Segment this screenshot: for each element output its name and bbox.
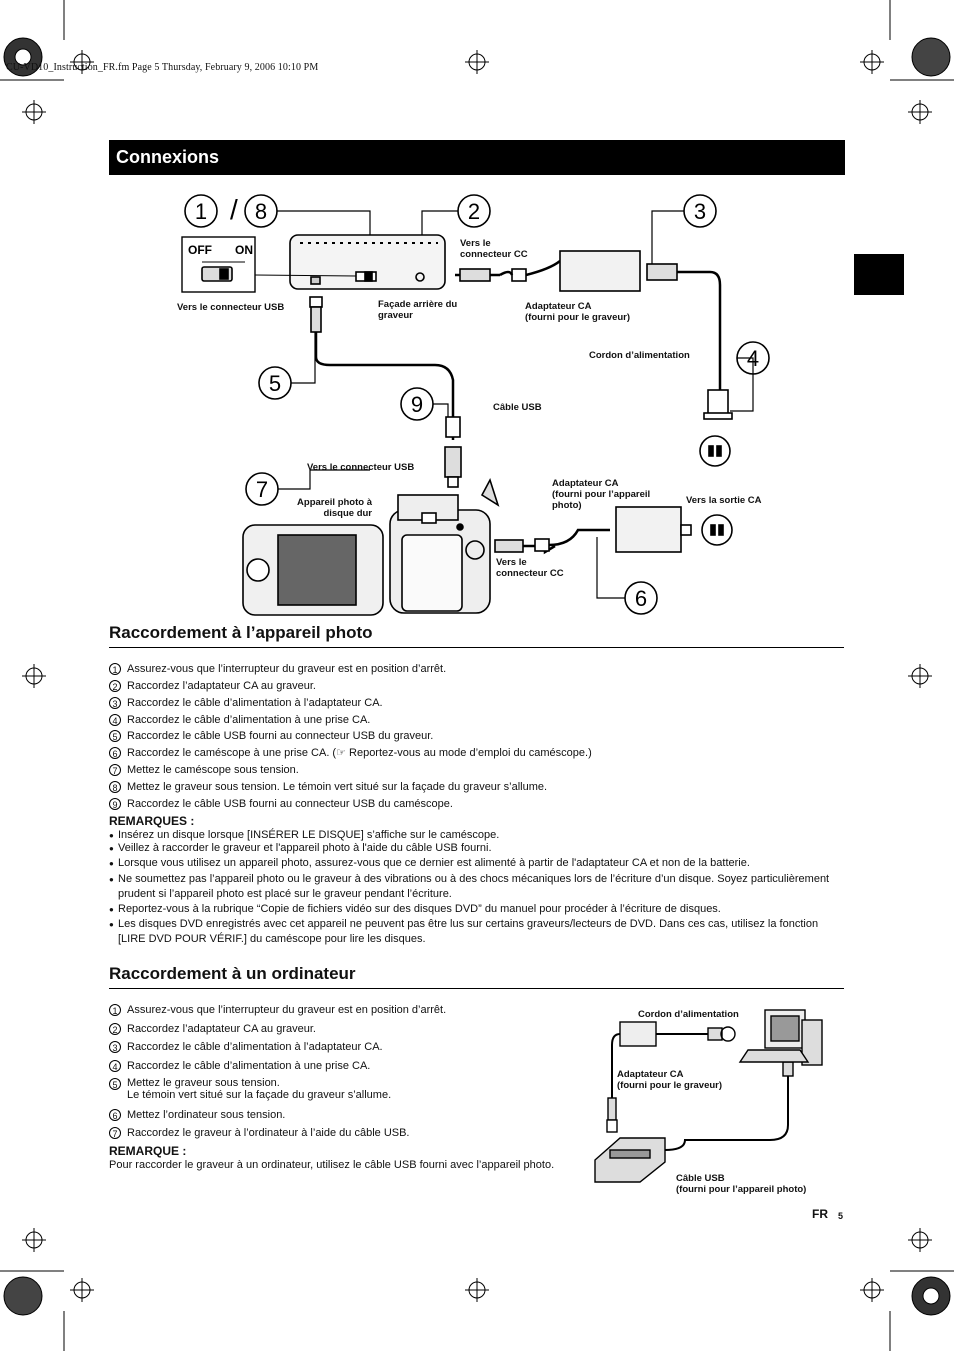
rosette-bottom-left-icon (3, 1276, 43, 1316)
callout-slash: / (230, 194, 238, 225)
svg-text:5: 5 (269, 371, 281, 396)
crosshair-icon (22, 1228, 46, 1252)
crosshair-icon (22, 664, 46, 688)
remark-item: ●Lorsque vous utilisez un appareil photo… (109, 857, 750, 869)
callout-6: 6 (624, 581, 658, 615)
label-vers-cc-top: Vers le connecteur CC (460, 238, 528, 260)
section-title-photo: Raccordement à l’appareil photo (109, 623, 373, 642)
callout-7: 7 (245, 472, 279, 506)
callout-9: 9 (400, 387, 434, 421)
crosshair-icon (908, 100, 932, 124)
divider (109, 988, 844, 989)
svg-text:1: 1 (195, 199, 207, 224)
label-vers-sortie: Vers la sortie CA (686, 495, 762, 506)
ac-adapter-icon (619, 1021, 657, 1047)
camera-ac-adapter-icon (615, 506, 682, 553)
pc-label-adaptateur: Adaptateur CA (fourni pour le graveur) (617, 1069, 723, 1091)
pc-label-cable: Câble USB (fourni pour l’appareil photo) (676, 1173, 807, 1195)
ac-adapter-icon (559, 250, 641, 292)
label-cordon: Cordon d’alimentation (589, 350, 690, 361)
camera-hdd-icon (242, 477, 500, 616)
crosshair-icon (908, 1228, 932, 1252)
wall-outlet-icon (699, 435, 731, 467)
rosette-top-right-icon (911, 37, 951, 77)
rosette-bottom-right-icon (911, 1276, 951, 1316)
language-tab (854, 254, 904, 295)
file-header: CU-VD10_Instruction_FR.fm Page 5 Thursda… (6, 62, 319, 73)
remark-item: ●Les disques DVD enregistrés avec cet ap… (109, 918, 819, 945)
svg-text:7: 7 (256, 477, 268, 502)
callout-3: 3 (683, 194, 717, 228)
remark-item: ●Insérez un disque lorsque [INSÉRER LE D… (109, 829, 500, 841)
pc-connection-diagram (594, 1009, 823, 1183)
footer-language: FR (812, 1207, 828, 1221)
label-vers-usb-left: Vers le connecteur USB (177, 302, 285, 313)
svg-text:6: 6 (635, 586, 647, 611)
label-vers-usb-cam: Vers le connecteur USB (307, 462, 415, 473)
callout-1: 1 (184, 194, 218, 228)
section-title-pc: Raccordement à un ordinateur (109, 964, 356, 983)
callout-5: 5 (258, 366, 292, 400)
callout-2: 2 (457, 194, 491, 228)
label-facade: Façade arrière du graveur (378, 299, 458, 321)
remark-title: REMARQUE : (109, 1144, 187, 1158)
label-adaptateur-photo: Adaptateur CA (fourni pour l’appareil ph… (552, 478, 651, 511)
switch-on-label: ON (235, 243, 253, 257)
crosshair-icon (70, 50, 94, 74)
svg-text:3: 3 (694, 199, 706, 224)
svg-text:8: 8 (255, 199, 267, 224)
crosshair-icon (860, 50, 884, 74)
remark-text: Pour raccorder le graveur à un ordinateu… (109, 1159, 555, 1171)
crosshair-icon (70, 1278, 94, 1302)
label-cable-usb: Câble USB (493, 402, 542, 413)
recorder-rear-icon (289, 234, 446, 290)
remarks-title: REMARQUES : (109, 814, 195, 828)
crosshair-icon (908, 664, 932, 688)
label-vers-cc-bottom: Vers le connecteur CC (496, 557, 564, 579)
wall-outlet-icon (720, 1026, 736, 1042)
wall-outlet-icon (701, 514, 733, 546)
crosshair-icon (465, 1278, 489, 1302)
connection-diagram: 1 / 8 2 3 4 5 9 7 6 OFF (181, 194, 770, 616)
recorder-icon (594, 1137, 666, 1183)
crosshair-icon (860, 1278, 884, 1302)
remark-item: ●Ne soumettez pas l’appareil photo ou le… (109, 873, 830, 900)
callout-8: 8 (244, 194, 278, 228)
computer-icon (738, 1009, 823, 1066)
remark-item: ●Veillez à raccorder le graveur et l'app… (109, 842, 492, 854)
svg-text:2: 2 (468, 199, 480, 224)
section-banner: Connexions (109, 140, 845, 175)
remark-item: ●Reportez-vous à la rubrique “Copie de f… (109, 903, 721, 915)
page-number: 5 (838, 1211, 844, 1221)
divider (109, 647, 844, 648)
switch-off-label: OFF (188, 243, 212, 257)
rosette-top-left-icon (3, 37, 43, 77)
label-appareil: Appareil photo à disque dur (297, 497, 372, 519)
svg-text:9: 9 (411, 392, 423, 417)
crosshair-icon (465, 50, 489, 74)
crosshair-icon (22, 100, 46, 124)
pc-label-cordon: Cordon d’alimentation (638, 1009, 739, 1020)
label-adaptateur-graveur: Adaptateur CA (fourni pour le graveur) (525, 301, 631, 323)
